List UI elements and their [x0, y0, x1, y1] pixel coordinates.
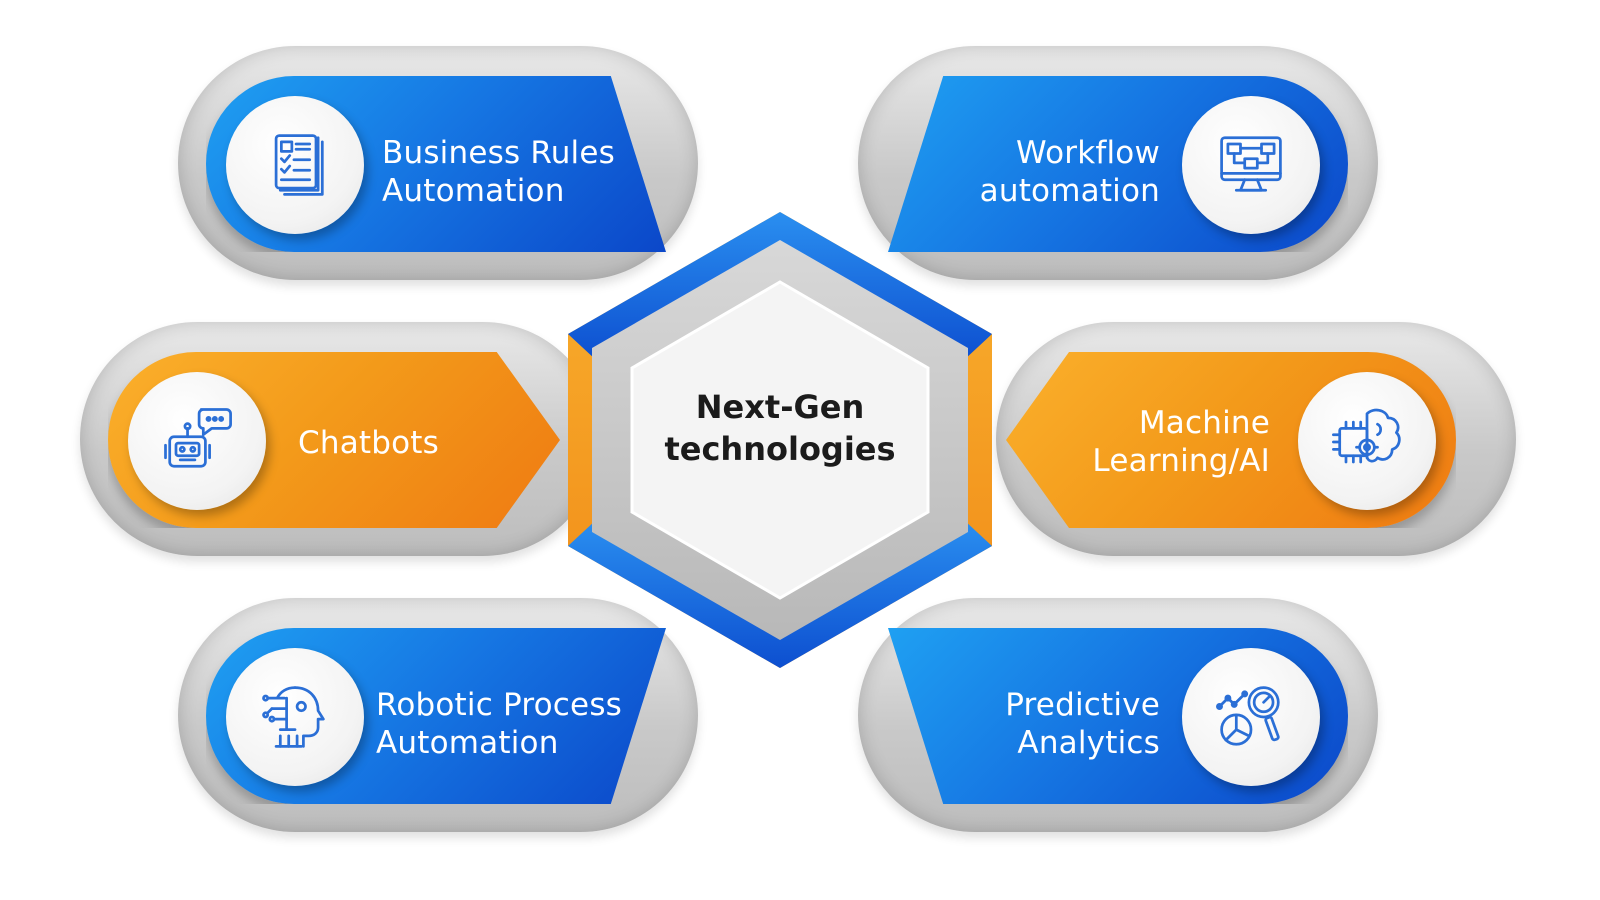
label-machine-learning: Machine Learning/AI — [1092, 405, 1270, 479]
center-hub: Next-Gen technologies — [560, 200, 1000, 680]
workflow-monitor-icon — [1220, 136, 1282, 192]
center-title: Next-Gen technologies — [664, 388, 896, 468]
brain-chip-gear-icon — [1332, 408, 1401, 464]
document-checklist-icon — [274, 134, 324, 196]
predictive-icon-circle — [1182, 648, 1320, 786]
label-chatbots: Chatbots — [298, 425, 439, 461]
label-business-rules: Business Rules Automation — [382, 135, 615, 209]
workflow-icon-circle — [1182, 96, 1320, 234]
label-rpa: Robotic Process Automation — [376, 687, 623, 761]
robot-head-circuit-icon — [262, 686, 325, 748]
analytics-magnifier-icon — [1216, 686, 1280, 746]
label-predictive: Predictive Analytics — [1005, 687, 1160, 761]
machine-learning-icon-circle — [1298, 372, 1436, 510]
chatbots-icon-circle — [128, 372, 266, 510]
chatbot-robot-icon — [164, 408, 232, 468]
label-workflow: Workflow automation — [979, 135, 1160, 209]
business-rules-icon-circle — [226, 96, 364, 234]
hexagon-hub-graphic — [568, 212, 992, 668]
rpa-icon-circle — [226, 648, 364, 786]
hex-inner-white — [630, 280, 930, 600]
